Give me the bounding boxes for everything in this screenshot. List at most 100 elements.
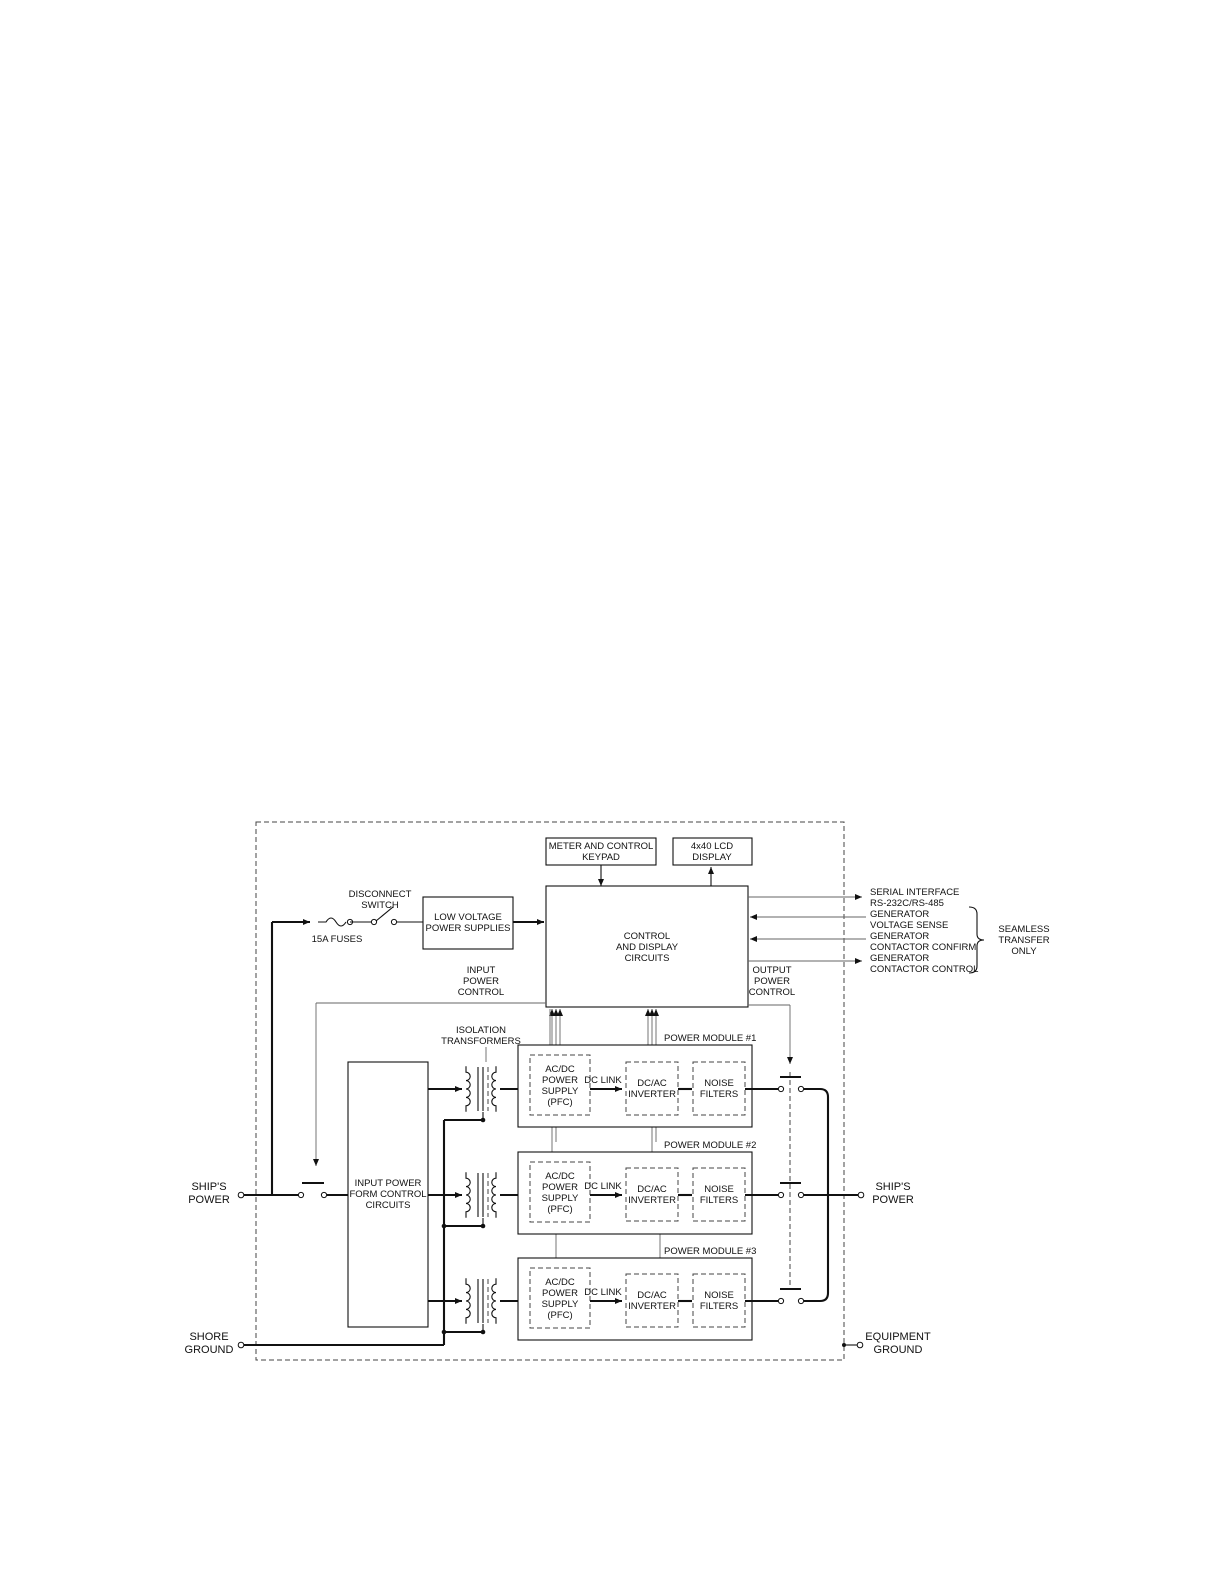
- output-power-control-label-1: OUTPUT: [752, 965, 791, 976]
- module-1-dcac-label-2: INVERTER: [628, 1089, 676, 1100]
- input-power-form-label-1: INPUT POWER: [355, 1178, 422, 1189]
- input-power-form-block: INPUT POWER FORM CONTROL CIRCUITS: [347, 1061, 429, 1328]
- signal-lines: [748, 894, 866, 964]
- seamless-label-2: TRANSFER: [998, 935, 1049, 946]
- equipment-ground-terminal: [842, 1341, 864, 1349]
- output-bus: [804, 1087, 865, 1303]
- lcd-display-block: 4x40 LCD DISPLAY: [672, 837, 753, 866]
- module-3-acdc-label-2: POWER: [542, 1288, 578, 1299]
- transformer-3: [465, 1278, 528, 1324]
- module-2-acdc-label-1: AC/DC: [545, 1171, 575, 1182]
- module-2-acdc-label-2: POWER: [542, 1182, 578, 1193]
- shore-ground-label-2: GROUND: [185, 1344, 234, 1356]
- fuses-label: 15A FUSES: [312, 934, 363, 945]
- transformer-primary-coil: [465, 1066, 471, 1112]
- ships-power-input-path: [237, 1181, 348, 1199]
- signal-contactor-confirm: CONTACTOR CONFIRM: [870, 942, 976, 953]
- module-1-noise-label-1: NOISE: [704, 1078, 734, 1089]
- disconnect-switch-blade: [375, 906, 394, 922]
- signal-rs232: RS-232C/RS-485: [870, 898, 944, 909]
- module-2-noise-label-2: FILTERS: [700, 1195, 738, 1206]
- input-power-control-label-3: CONTROL: [458, 987, 504, 998]
- power-module-3: POWER MODULE #3 AC/DC POWER SUPPLY (PFC)…: [517, 1246, 778, 1341]
- module-2-noise: [692, 1167, 746, 1222]
- module-3-noise-label-2: FILTERS: [700, 1301, 738, 1312]
- low-voltage-supplies-block: LOW VOLTAGE POWER SUPPLIES: [422, 896, 514, 950]
- module-1-dcac-label-1: DC/AC: [637, 1078, 667, 1089]
- module-1-noise: [692, 1061, 746, 1116]
- signal-generator-2: GENERATOR: [870, 931, 929, 942]
- power-module-2: POWER MODULE #2 AC/DC POWER SUPPLY (PFC)…: [517, 1140, 778, 1235]
- module-1-title: POWER MODULE #1: [664, 1033, 756, 1044]
- input-power-control-label-1: INPUT: [467, 965, 496, 976]
- module-2-title: POWER MODULE #2: [664, 1140, 756, 1151]
- module-1-dcac: [625, 1061, 679, 1116]
- module-3-noise: [692, 1273, 746, 1328]
- transformer-primary-coil: [465, 1172, 471, 1218]
- disconnect-switch-label-2: SWITCH: [361, 900, 399, 911]
- seamless-brace: [968, 906, 985, 974]
- shore-ground-label-1: SHORE: [189, 1331, 228, 1343]
- low-voltage-label-1: LOW VOLTAGE: [434, 912, 502, 923]
- module-3-acdc-label-1: AC/DC: [545, 1277, 575, 1288]
- module-3-dcac-label-1: DC/AC: [637, 1290, 667, 1301]
- module-2-acdc-label-4: (PFC): [547, 1204, 572, 1215]
- module-3-acdc-label-3: SUPPLY: [542, 1299, 579, 1310]
- ships-power-out-label-2: POWER: [872, 1194, 914, 1206]
- module-3-acdc: [529, 1267, 591, 1329]
- module-3-dcac: [625, 1273, 679, 1328]
- signal-contactor-control: CONTACTOR CONTROL: [870, 964, 978, 975]
- module-2-acdc-label-3: SUPPLY: [542, 1193, 579, 1204]
- input-power-form-label-2: FORM CONTROL: [349, 1189, 426, 1200]
- module-1-acdc-label-4: (PFC): [547, 1097, 572, 1108]
- module-1-acdc-label-2: POWER: [542, 1075, 578, 1086]
- transformer-secondary-coil: [491, 1172, 497, 1218]
- equipment-ground-label-2: GROUND: [874, 1344, 923, 1356]
- module-1-acdc-label-3: SUPPLY: [542, 1086, 579, 1097]
- signal-voltage-sense: VOLTAGE SENSE: [870, 920, 948, 931]
- enclosure-boundary: [255, 821, 845, 1361]
- signal-generator-3: GENERATOR: [870, 953, 929, 964]
- module-3-acdc-label-4: (PFC): [547, 1310, 572, 1321]
- module-2-dclink: DC LINK: [584, 1181, 622, 1192]
- module-3-noise-label-1: NOISE: [704, 1290, 734, 1301]
- module-2-dcac: [625, 1167, 679, 1222]
- transformer-secondary-coil: [491, 1066, 497, 1112]
- lcd-display-label-2: DISPLAY: [692, 852, 732, 863]
- meter-keypad-label-1: METER AND CONTROL: [549, 841, 654, 852]
- module-3-dclink: DC LINK: [584, 1287, 622, 1298]
- control-display-label-2: AND DISPLAY: [616, 942, 679, 953]
- equipment-ground-label-1: EQUIPMENT: [865, 1331, 931, 1343]
- ships-power-in-label-1: SHIP'S: [191, 1181, 226, 1193]
- output-power-control-label-2: POWER: [754, 976, 790, 987]
- meter-keypad-label-2: KEYPAD: [582, 852, 620, 863]
- transformer-secondary-coil: [491, 1278, 497, 1324]
- isolation-transformers-label-1: ISOLATION: [456, 1025, 506, 1036]
- control-display-label-3: CIRCUITS: [625, 953, 670, 964]
- ships-power-in-label-2: POWER: [188, 1194, 230, 1206]
- fuse-and-switch: [270, 906, 423, 1195]
- fuse-symbol: [318, 917, 347, 927]
- transformer-primary-coil: [465, 1278, 471, 1324]
- module-3-title: POWER MODULE #3: [664, 1246, 756, 1257]
- low-voltage-label-2: POWER SUPPLIES: [426, 923, 511, 934]
- power-module-1: POWER MODULE #1 AC/DC POWER SUPPLY (PFC)…: [517, 1033, 778, 1128]
- disconnect-switch-label-1: DISCONNECT: [349, 889, 412, 900]
- module-1-dclink: DC LINK: [584, 1075, 622, 1086]
- seamless-label-1: SEAMLESS: [998, 924, 1049, 935]
- isolation-transformers-label-2: TRANSFORMERS: [441, 1036, 521, 1047]
- ground-bus: [237, 1112, 486, 1349]
- output-power-control-label-3: CONTROL: [749, 987, 795, 998]
- isolation-transformers: [465, 1066, 528, 1324]
- output-power-control-line: [748, 1004, 793, 1290]
- control-display-block: CONTROL AND DISPLAY CIRCUITS: [545, 885, 749, 1008]
- lcd-display-label-1: 4x40 LCD: [691, 841, 733, 852]
- module-1-acdc: [529, 1054, 591, 1116]
- module-2-dcac-label-2: INVERTER: [628, 1195, 676, 1206]
- meter-keypad-block: METER AND CONTROL KEYPAD: [545, 837, 657, 866]
- output-contactors: [777, 1075, 805, 1305]
- module-2-acdc: [529, 1161, 591, 1223]
- input-power-form-label-3: CIRCUITS: [366, 1200, 411, 1211]
- seamless-label-3: ONLY: [1011, 946, 1037, 957]
